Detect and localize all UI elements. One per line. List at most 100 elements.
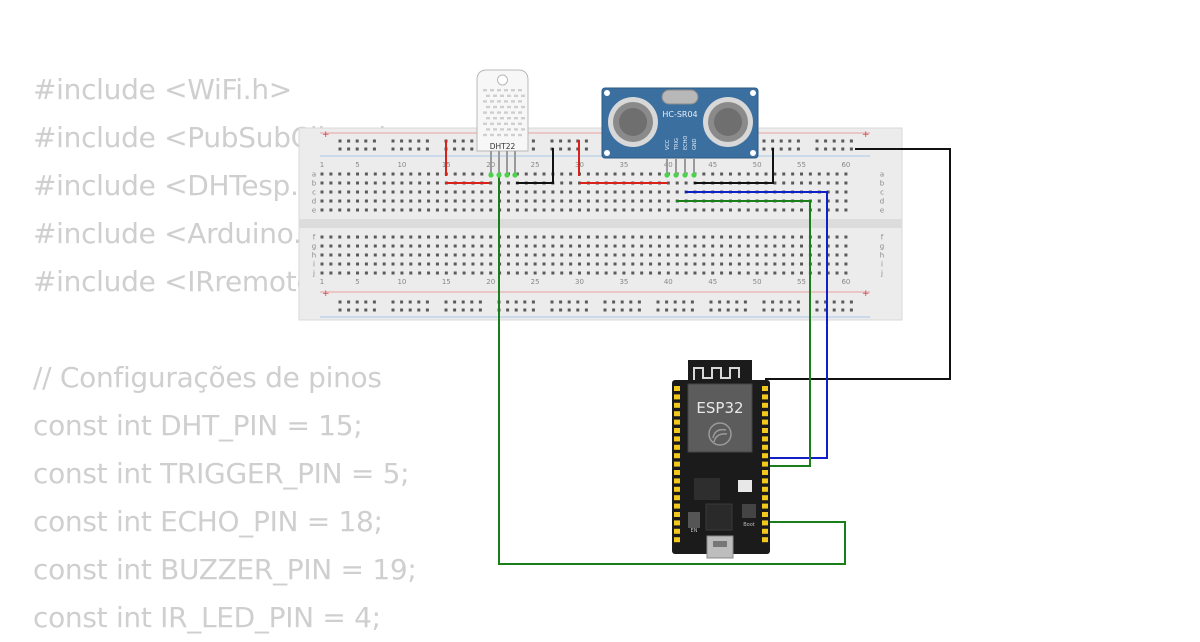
breadboard-hole[interactable] — [347, 253, 351, 257]
breadboard-rail-hole[interactable] — [550, 139, 554, 143]
breadboard-hole[interactable] — [640, 208, 644, 212]
breadboard-hole[interactable] — [347, 208, 351, 212]
breadboard-hole[interactable] — [329, 199, 333, 203]
breadboard-rail-hole[interactable] — [796, 139, 800, 143]
breadboard-hole[interactable] — [356, 271, 360, 275]
breadboard-rail-hole[interactable] — [629, 300, 633, 304]
breadboard-hole[interactable] — [338, 199, 342, 203]
breadboard-hole[interactable] — [835, 199, 839, 203]
breadboard-hole[interactable] — [791, 235, 795, 239]
breadboard-hole[interactable] — [800, 271, 804, 275]
breadboard-hole[interactable] — [409, 190, 413, 194]
breadboard-hole[interactable] — [373, 244, 377, 248]
breadboard-hole[interactable] — [391, 235, 395, 239]
breadboard-hole[interactable] — [515, 253, 519, 257]
breadboard-hole[interactable] — [435, 172, 439, 176]
breadboard-hole[interactable] — [542, 172, 546, 176]
breadboard-hole[interactable] — [418, 181, 422, 185]
breadboard-hole[interactable] — [578, 244, 582, 248]
breadboard-rail-hole[interactable] — [400, 308, 404, 312]
breadboard-rail-hole[interactable] — [408, 308, 412, 312]
breadboard-rail-hole[interactable] — [849, 300, 853, 304]
breadboard-rail-hole[interactable] — [656, 300, 660, 304]
breadboard-hole[interactable] — [347, 172, 351, 176]
esp32-pin[interactable] — [762, 386, 768, 391]
boot-button[interactable] — [742, 504, 756, 518]
breadboard-hole[interactable] — [666, 208, 670, 212]
breadboard-hole[interactable] — [471, 190, 475, 194]
breadboard-hole[interactable] — [764, 235, 768, 239]
breadboard-rail-hole[interactable] — [364, 308, 368, 312]
breadboard-hole[interactable] — [329, 172, 333, 176]
breadboard-hole[interactable] — [506, 262, 510, 266]
breadboard-rail-hole[interactable] — [372, 300, 376, 304]
breadboard-rail-hole[interactable] — [743, 308, 747, 312]
breadboard-hole[interactable] — [391, 208, 395, 212]
esp32-pin[interactable] — [674, 461, 680, 467]
breadboard-rail-hole[interactable] — [762, 139, 766, 143]
esp32-pin[interactable] — [762, 528, 768, 534]
breadboard-hole[interactable] — [835, 172, 839, 176]
breadboard-hole[interactable] — [720, 262, 724, 266]
breadboard-hole[interactable] — [444, 208, 448, 212]
breadboard-hole[interactable] — [569, 235, 573, 239]
esp32-pin[interactable] — [762, 419, 768, 425]
breadboard-hole[interactable] — [409, 244, 413, 248]
breadboard-hole[interactable] — [631, 253, 635, 257]
breadboard-rail-hole[interactable] — [531, 139, 535, 143]
breadboard-hole[interactable] — [586, 262, 590, 266]
breadboard-hole[interactable] — [329, 190, 333, 194]
breadboard-hole[interactable] — [373, 190, 377, 194]
breadboard-rail-hole[interactable] — [584, 300, 588, 304]
breadboard-rail-hole[interactable] — [408, 139, 412, 143]
breadboard-hole[interactable] — [542, 262, 546, 266]
breadboard-hole[interactable] — [489, 199, 493, 203]
breadboard-hole[interactable] — [338, 172, 342, 176]
breadboard-hole[interactable] — [613, 208, 617, 212]
breadboard-rail-hole[interactable] — [567, 300, 571, 304]
breadboard-hole[interactable] — [453, 262, 457, 266]
breadboard-hole[interactable] — [782, 271, 786, 275]
breadboard-hole[interactable] — [604, 253, 608, 257]
breadboard-hole[interactable] — [444, 262, 448, 266]
breadboard-hole[interactable] — [728, 208, 732, 212]
breadboard-hole[interactable] — [382, 253, 386, 257]
breadboard-hole[interactable] — [666, 181, 670, 185]
breadboard-rail-hole[interactable] — [709, 308, 713, 312]
esp32-pin[interactable] — [674, 428, 680, 433]
breadboard-hole[interactable] — [364, 253, 368, 257]
breadboard-hole[interactable] — [400, 253, 404, 257]
breadboard-hole[interactable] — [356, 253, 360, 257]
breadboard-hole[interactable] — [782, 208, 786, 212]
breadboard-hole[interactable] — [409, 208, 413, 212]
breadboard-hole[interactable] — [364, 199, 368, 203]
esp32-pin[interactable] — [674, 478, 680, 484]
breadboard-hole[interactable] — [329, 235, 333, 239]
breadboard-hole[interactable] — [693, 271, 697, 275]
breadboard-rail-hole[interactable] — [603, 300, 607, 304]
breadboard-hole[interactable] — [835, 190, 839, 194]
breadboard-rail-hole[interactable] — [584, 147, 588, 151]
esp32-pin[interactable] — [762, 428, 768, 433]
breadboard-rail-hole[interactable] — [338, 139, 342, 143]
breadboard-hole[interactable] — [560, 181, 564, 185]
breadboard-hole[interactable] — [391, 181, 395, 185]
breadboard-hole[interactable] — [631, 262, 635, 266]
breadboard-hole[interactable] — [684, 253, 688, 257]
breadboard-hole[interactable] — [755, 244, 759, 248]
breadboard-hole[interactable] — [506, 181, 510, 185]
esp32-pin[interactable] — [674, 537, 680, 543]
breadboard-hole[interactable] — [409, 172, 413, 176]
breadboard-hole[interactable] — [524, 172, 528, 176]
breadboard-hole[interactable] — [356, 244, 360, 248]
breadboard-rail-hole[interactable] — [391, 139, 395, 143]
breadboard-hole[interactable] — [480, 208, 484, 212]
breadboard-hole[interactable] — [560, 244, 564, 248]
breadboard-rail-hole[interactable] — [841, 147, 845, 151]
breadboard-hole[interactable] — [782, 181, 786, 185]
esp32-pin[interactable] — [762, 411, 768, 417]
breadboard-hole[interactable] — [338, 244, 342, 248]
breadboard-hole[interactable] — [506, 271, 510, 275]
esp32-board[interactable]: ESP32 EN Boot — [672, 360, 770, 559]
breadboard-hole[interactable] — [764, 244, 768, 248]
